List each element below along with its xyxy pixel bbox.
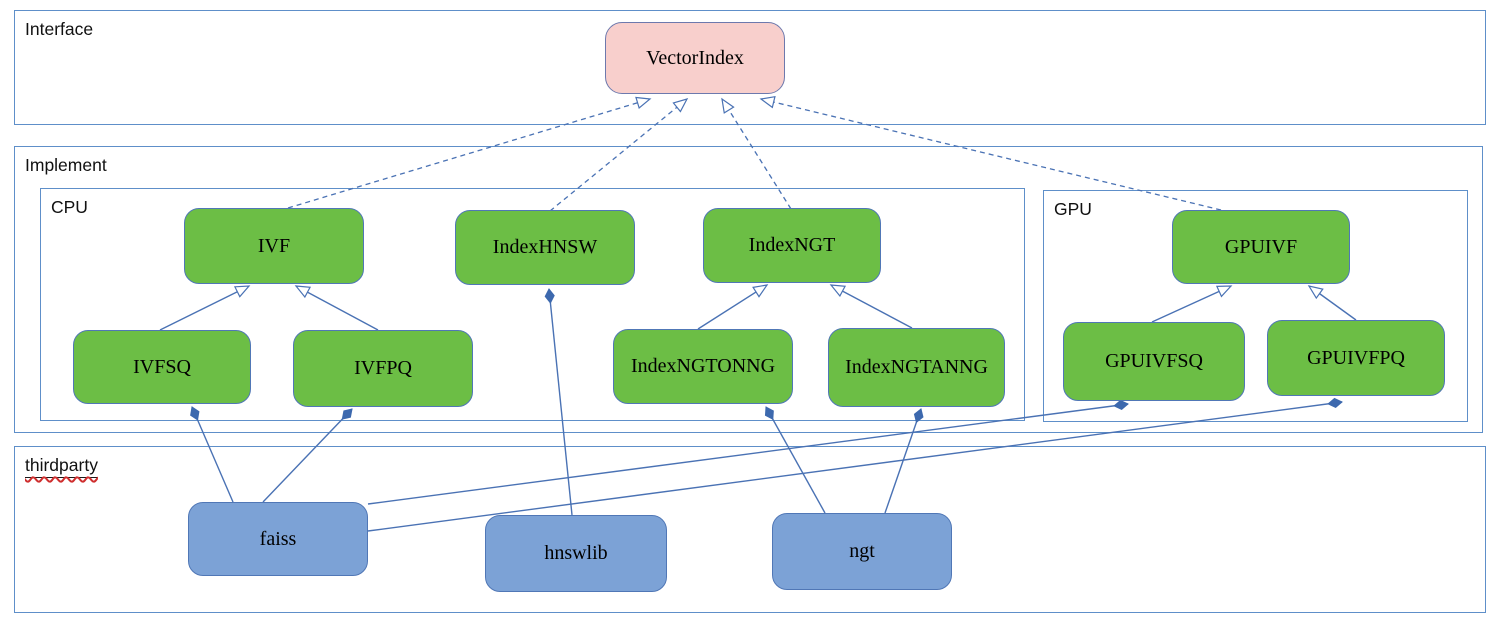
node-ivfpq-label: IVFPQ (354, 357, 412, 379)
node-indexngt-label: IndexNGT (748, 234, 836, 256)
node-gpuivfpq: GPUIVFPQ (1267, 320, 1445, 396)
node-gpuivfpq-label: GPUIVFPQ (1307, 346, 1405, 369)
node-hnswlib-label: hnswlib (544, 542, 608, 564)
node-indexngtonng: IndexNGTONNG (613, 329, 793, 404)
node-vectorindex-label: VectorIndex (646, 46, 744, 69)
node-indexngt: IndexNGT (703, 208, 881, 283)
node-indexngtanng: IndexNGTANNG (828, 328, 1005, 407)
node-indexngtanng-label: IndexNGTANNG (845, 356, 988, 378)
node-faiss-label: faiss (259, 527, 297, 550)
node-ivfsq-label: IVFSQ (133, 355, 191, 378)
node-gpuivf: GPUIVF (1172, 210, 1350, 284)
container-gpu-label: GPU (1054, 199, 1092, 219)
node-gpuivfsq: GPUIVFSQ (1063, 322, 1245, 401)
node-ngt-label: ngt (849, 540, 875, 562)
container-implement-label: Implement (25, 155, 107, 175)
node-ivf-label: IVF (257, 234, 291, 257)
node-hnswlib: hnswlib (485, 515, 667, 592)
node-ivf: IVF (184, 208, 364, 284)
node-faiss: faiss (188, 502, 368, 576)
node-indexhnsw: IndexHNSW (455, 210, 635, 285)
node-indexngtonng-label: IndexNGTONNG (630, 355, 776, 377)
container-thirdparty-label: thirdparty (25, 455, 98, 478)
node-ivfpq: IVFPQ (293, 330, 473, 407)
node-ivfsq: IVFSQ (73, 330, 251, 404)
node-vectorindex: VectorIndex (605, 22, 785, 94)
node-gpuivf-label: GPUIVF (1224, 235, 1298, 258)
node-indexhnsw-label: IndexHNSW (492, 236, 598, 258)
container-interface-label: Interface (25, 19, 94, 39)
node-ngt: ngt (772, 513, 952, 590)
node-gpuivfsq-label: GPUIVFSQ (1105, 350, 1203, 372)
container-cpu-label: CPU (51, 197, 88, 217)
